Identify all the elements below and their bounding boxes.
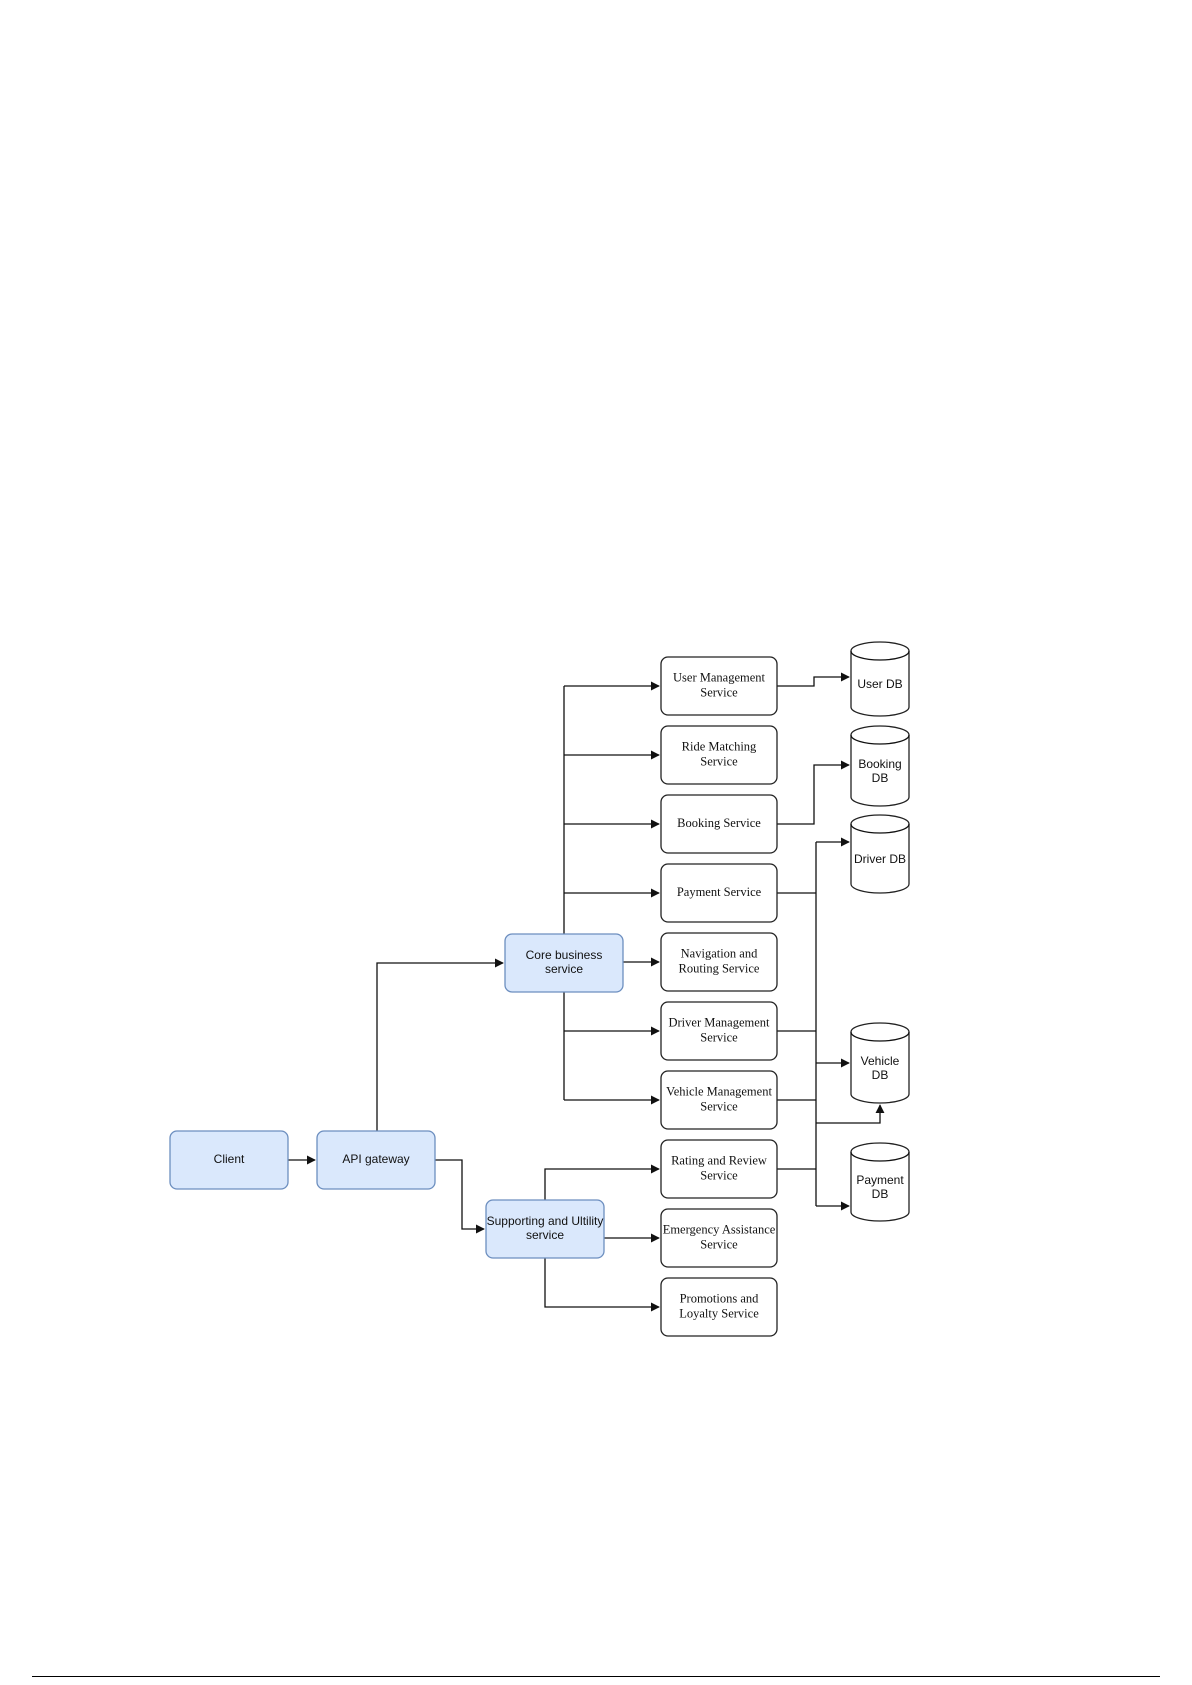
edge-user-to-userdb (777, 672, 850, 687)
user-management-service-node-label: Service (700, 685, 738, 699)
edge-bus-to-vehicledb-bottom (816, 1104, 885, 1124)
user-db-cylinder (850, 641, 910, 717)
promotions-loyalty-service-node-label: Loyalty Service (679, 1306, 759, 1320)
api-gateway-node (316, 1130, 436, 1190)
booking-db-cylinder-label: DB (872, 771, 889, 785)
supporting-utility-service-node (485, 1199, 605, 1259)
driver-db-cylinder-label: Driver DB (854, 852, 906, 866)
edge-gateway-support (435, 1159, 485, 1234)
vehicle-management-service-node (660, 1070, 778, 1130)
rating-review-service-node-label: Service (700, 1168, 738, 1182)
client-node-label: Client (214, 1152, 245, 1166)
vehicle-management-service-node-label: Vehicle Management (666, 1084, 772, 1098)
booking-db-cylinder (850, 725, 910, 807)
emergency-assistance-service-node-label: Service (700, 1237, 738, 1251)
payment-service-node-label: Payment Service (677, 885, 762, 899)
driver-management-service-node-label: Driver Management (668, 1015, 770, 1029)
driver-management-service-node (660, 1001, 778, 1061)
navigation-routing-service-node (660, 932, 778, 992)
user-management-service-node (660, 656, 778, 716)
emergency-assistance-service-node-label: Emergency Assistance (663, 1222, 776, 1236)
rating-review-service-node-label: Rating and Review (671, 1153, 767, 1167)
navigation-routing-service-node-label: Routing Service (679, 961, 760, 975)
user-management-service-node-label: User Management (673, 670, 766, 684)
payment-db-cylinder-label: DB (872, 1187, 889, 1201)
promotions-loyalty-service-node (660, 1277, 778, 1337)
user-db-cylinder-label: User DB (857, 677, 902, 691)
ride-matching-service-node-label: Ride Matching (682, 739, 757, 753)
vehicle-db-cylinder (850, 1022, 910, 1104)
connector-lines (288, 672, 885, 1312)
supporting-utility-service-node-label: Supporting and Ultility (487, 1214, 604, 1228)
booking-db-cylinder-label: Booking (858, 757, 901, 771)
footer-rule (32, 1676, 1160, 1677)
booking-service-node (660, 794, 778, 854)
core-business-service-node-label: service (545, 962, 583, 976)
emergency-assistance-service-node (660, 1208, 778, 1268)
core-business-service-node-label: Core business (526, 948, 603, 962)
ride-matching-service-node (660, 725, 778, 785)
api-gateway-node-label: API gateway (342, 1152, 409, 1166)
payment-db-cylinder-label: Payment (856, 1173, 904, 1187)
edge-booking-to-bookingdb (777, 760, 850, 825)
vehicle-db-cylinder-label: DB (872, 1068, 889, 1082)
driver-db-cylinder (850, 814, 910, 894)
booking-service-node-label: Booking Service (677, 816, 761, 830)
driver-management-service-node-label: Service (700, 1030, 738, 1044)
client-node (169, 1130, 289, 1190)
core-business-service-node (504, 933, 624, 993)
edge-support-promotions-loyalty (544, 1258, 660, 1312)
edge-gateway-core (376, 958, 504, 1131)
edge-support-rating-review (544, 1164, 660, 1200)
supporting-utility-service-node-label: service (526, 1228, 564, 1242)
ride-matching-service-node-label: Service (700, 754, 738, 768)
payment-db-cylinder (850, 1142, 910, 1222)
payment-service-node (660, 863, 778, 923)
navigation-routing-service-node-label: Navigation and (681, 946, 758, 960)
promotions-loyalty-service-node-label: Promotions and (680, 1291, 760, 1305)
vehicle-db-cylinder-label: Vehicle (861, 1054, 900, 1068)
vehicle-management-service-node-label: Service (700, 1099, 738, 1113)
rating-review-service-node (660, 1139, 778, 1199)
